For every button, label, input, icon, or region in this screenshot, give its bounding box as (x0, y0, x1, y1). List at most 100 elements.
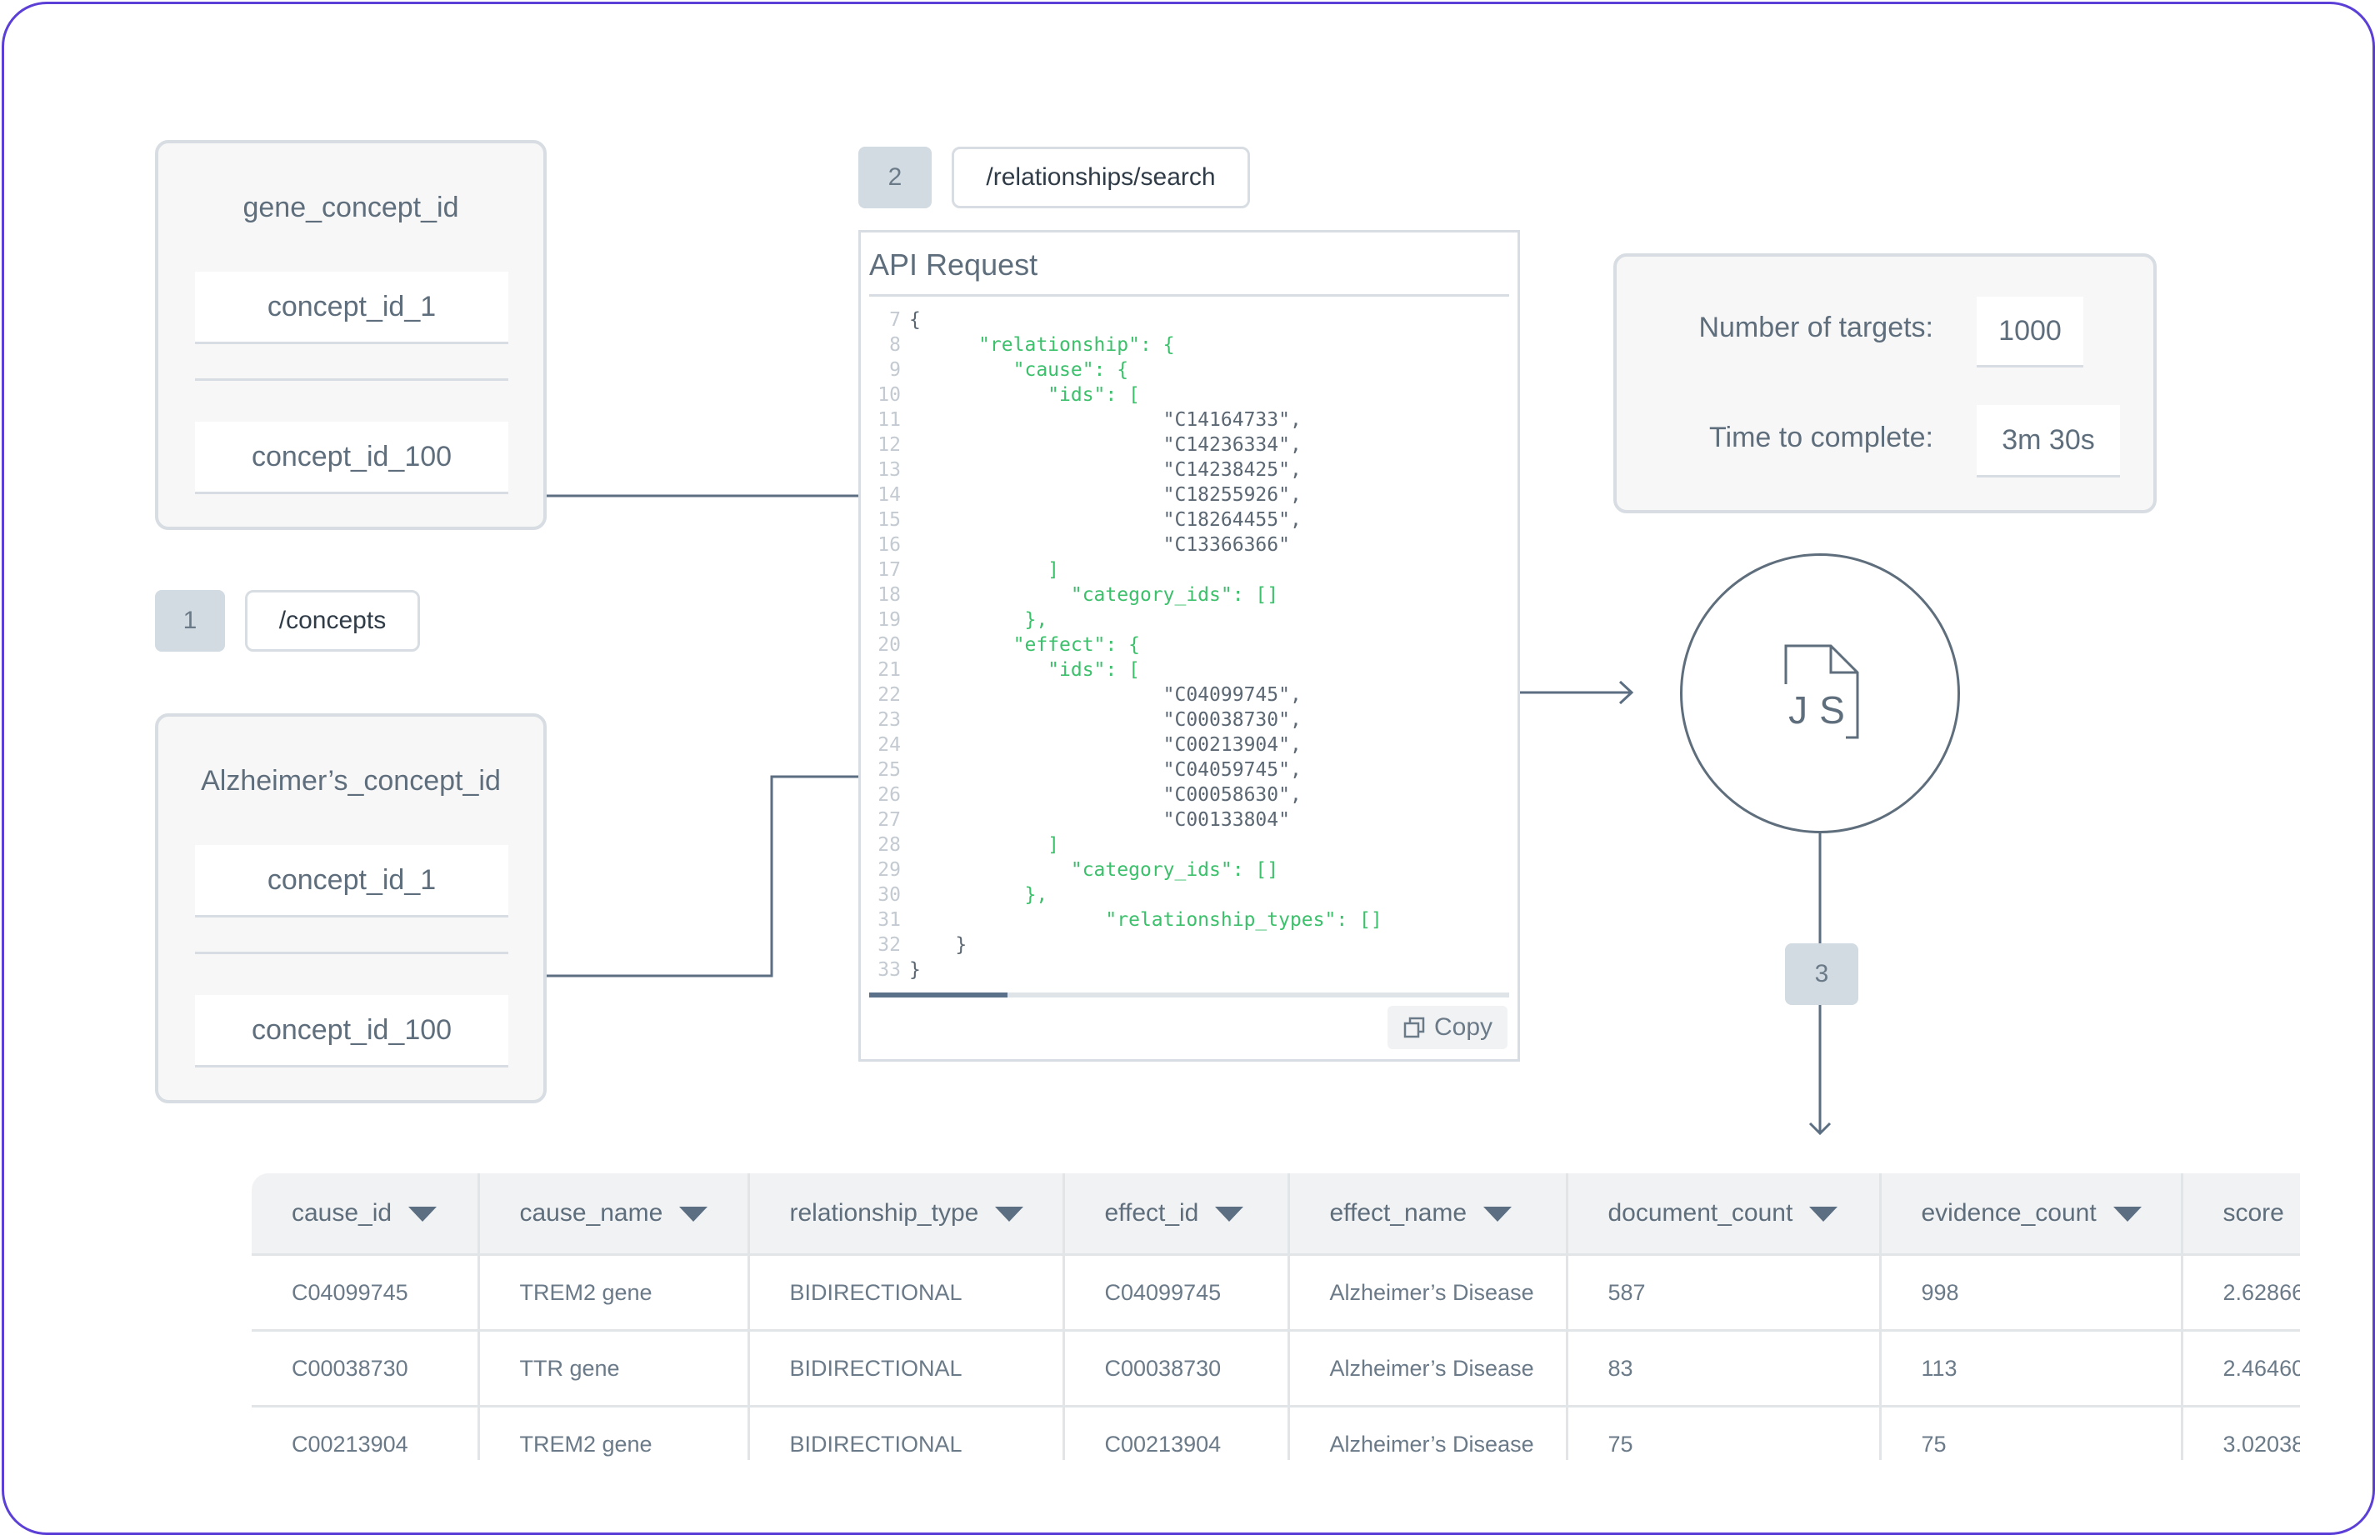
concept-item-last: concept_id_100 (195, 422, 508, 494)
column-header[interactable]: score (2182, 1173, 2300, 1255)
line-number: 27 (878, 809, 901, 831)
code-text: "category_ids": [] (909, 859, 1279, 881)
code-line: 11 "C14164733", (871, 408, 1382, 432)
line-number: 29 (878, 859, 901, 881)
scrollbar-thumb[interactable] (869, 992, 1008, 998)
sort-caret-icon[interactable] (1215, 1207, 1244, 1222)
line-number: 20 (878, 634, 901, 656)
table-cell: 75 (1880, 1405, 2183, 1460)
code-text: } (909, 934, 968, 956)
code-line: 21 "ids": [ (871, 658, 1382, 682)
code-line: 32 } (871, 932, 1382, 958)
column-header[interactable]: evidence_count (1880, 1173, 2183, 1255)
line-number: 28 (878, 834, 901, 856)
line-number: 16 (878, 534, 901, 556)
code-text: "C18264455", (909, 509, 1302, 531)
table-cell: BIDIRECTIONAL (748, 1405, 1065, 1460)
line-number: 21 (878, 659, 901, 681)
code-text: "C14236334", (909, 434, 1302, 456)
table-row: C04099745 TREM2 gene BIDIRECTIONAL C0409… (252, 1253, 2300, 1331)
horizontal-scrollbar[interactable] (869, 992, 1509, 998)
table-cell: BIDIRECTIONAL (748, 1329, 1065, 1407)
step-3-badge: 3 (1785, 943, 1858, 1005)
code-line: 14 "C18255926", (871, 482, 1382, 508)
column-header[interactable]: effect_name (1288, 1173, 1568, 1255)
results-table: cause_id cause_name relationship_type ef… (252, 1173, 2300, 1460)
table-cell: TREM2 gene (478, 1253, 750, 1331)
line-number: 33 (878, 959, 901, 981)
code-text: ] (909, 834, 1060, 856)
code-text: "cause": { (909, 359, 1129, 381)
column-header[interactable]: document_count (1567, 1173, 1882, 1255)
code-text: { (909, 309, 921, 331)
table-cell: BIDIRECTIONAL (748, 1253, 1065, 1331)
code-line: 10 "ids": [ (871, 382, 1382, 408)
gene-concept-card: gene_concept_id concept_id_1 concept_id_… (155, 140, 547, 530)
json-code-block: 7{8 "relationship": {9 "cause": {10 "ids… (871, 308, 1382, 982)
line-number: 25 (878, 759, 901, 781)
line-number: 7 (889, 309, 901, 331)
stats-card: Number of targets: 1000 Time to complete… (1613, 253, 2157, 513)
table-cell: Alzheimer’s Disease (1288, 1329, 1568, 1407)
table-cell: C00038730 (1063, 1329, 1290, 1407)
line-number: 15 (878, 509, 901, 531)
line-number: 10 (878, 384, 901, 406)
copy-icon (1403, 1017, 1425, 1038)
table-cell: 998 (1880, 1253, 2183, 1331)
api-to-js-arrow (1519, 680, 1634, 705)
table-header-row: cause_id cause_name relationship_type ef… (252, 1173, 2300, 1255)
code-text: "C14164733", (909, 409, 1302, 431)
column-header[interactable]: cause_name (478, 1173, 750, 1255)
table-cell: C00213904 (252, 1405, 480, 1460)
code-line: 29 "category_ids": [] (871, 858, 1382, 882)
code-line: 22 "C04099745", (871, 682, 1382, 708)
table-cell: 113 (1880, 1329, 2183, 1407)
code-text: "C04099745", (909, 684, 1302, 706)
table-cell: 3.02038 (2182, 1405, 2300, 1460)
code-line: 20 "effect": { (871, 632, 1382, 658)
sort-caret-icon[interactable] (1809, 1207, 1838, 1222)
js-label: JS (1788, 688, 1857, 732)
line-number: 12 (878, 434, 901, 456)
code-line: 8 "relationship": { (871, 332, 1382, 358)
sort-caret-icon[interactable] (995, 1207, 1024, 1222)
code-line: 19 }, (871, 608, 1382, 632)
card-title: gene_concept_id (242, 192, 459, 223)
sort-caret-icon[interactable] (408, 1207, 438, 1222)
table-cell: 2.62866 (2182, 1253, 2300, 1331)
table-cell: 75 (1567, 1405, 1882, 1460)
sort-caret-icon[interactable] (2112, 1207, 2142, 1222)
code-text: "C14238425", (909, 459, 1302, 481)
sort-caret-icon[interactable] (1483, 1207, 1512, 1222)
column-header[interactable]: relationship_type (748, 1173, 1065, 1255)
line-number: 24 (878, 734, 901, 756)
line-number: 23 (878, 709, 901, 731)
sort-caret-icon[interactable] (679, 1207, 708, 1222)
code-text: "C00213904", (909, 734, 1302, 756)
table-row: C00213904 TREM2 gene BIDIRECTIONAL C0021… (252, 1405, 2300, 1460)
alzheimers-concept-card: Alzheimer’s_concept_id concept_id_1 conc… (155, 713, 547, 1103)
line-number: 11 (878, 409, 901, 431)
time-label: Time to complete: (1709, 422, 1933, 453)
table-row: C00038730 TTR gene BIDIRECTIONAL C000387… (252, 1329, 2300, 1407)
column-header[interactable]: cause_id (252, 1173, 480, 1255)
code-text: "C00038730", (909, 709, 1302, 731)
js-processing-node: JS (1680, 553, 1960, 833)
step-2-badge: 2 (858, 147, 932, 208)
code-line: 33} (871, 958, 1382, 982)
code-text: "effect": { (909, 634, 1140, 656)
table-cell: TTR gene (478, 1329, 750, 1407)
card-title: Alzheimer’s_concept_id (201, 765, 501, 797)
code-line: 17 ] (871, 558, 1382, 582)
line-number: 32 (878, 934, 901, 956)
column-header[interactable]: effect_id (1063, 1173, 1290, 1255)
line-number: 31 (878, 909, 901, 931)
code-line: 23 "C00038730", (871, 708, 1382, 732)
code-text: "C04059745", (909, 759, 1302, 781)
copy-button[interactable]: Copy (1388, 1006, 1508, 1049)
code-line: 27 "C00133804" (871, 808, 1382, 832)
line-number: 19 (878, 609, 901, 631)
code-line: 12 "C14236334", (871, 432, 1382, 458)
concepts-endpoint: /concepts (245, 590, 420, 652)
code-line: 18 "category_ids": [] (871, 582, 1382, 608)
